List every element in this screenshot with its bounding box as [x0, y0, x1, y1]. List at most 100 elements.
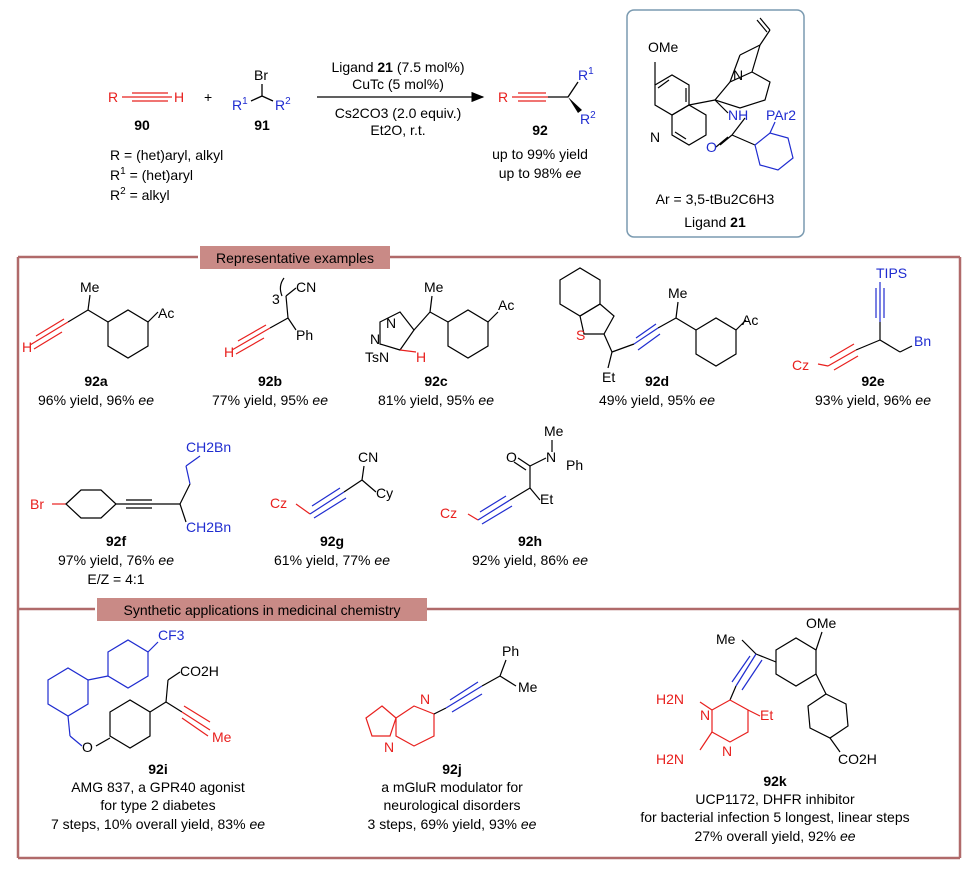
reactant-90-h: H — [174, 89, 184, 105]
compound-number-90: 90 — [134, 117, 150, 133]
92j-n2: N — [384, 739, 394, 755]
compound-number-92: 92 — [532, 122, 548, 138]
92k-me: Me — [716, 631, 736, 647]
92b-ph: Ph — [296, 327, 313, 343]
92g-cy: Cy — [376, 485, 393, 501]
92j-me: Me — [518, 679, 538, 695]
definition-r1: R1 = (het)aryl — [110, 166, 193, 183]
structure-92d — [559, 267, 747, 369]
92k-ome: OMe — [806, 615, 837, 631]
reactant-91-r2: R2 — [275, 96, 291, 113]
examples-frame — [16, 255, 962, 860]
92j-result: 3 steps, 69% yield, 93% ee — [368, 816, 537, 832]
92f-ez-ratio: E/Z = 4:1 — [87, 571, 144, 587]
compound-92d: 92d — [645, 373, 669, 389]
structure-92c — [379, 295, 499, 359]
product-92-r1: R1 — [578, 66, 594, 83]
plus-sign: + — [204, 89, 212, 105]
92i-me: Me — [212, 729, 232, 745]
92g-result: 61% yield, 77% ee — [274, 552, 390, 568]
92a-me: Me — [80, 279, 100, 295]
structure-92f — [52, 455, 201, 523]
92g-cz: Cz — [270, 495, 287, 511]
reactant-91-br: Br — [254, 67, 268, 83]
condition-cutc: CuTc (5 mol%) — [352, 76, 444, 92]
92k-n1: N — [700, 707, 710, 723]
92c-tsn: TsN — [365, 349, 389, 365]
applications-header: Synthetic applications in medicinal chem… — [123, 602, 400, 618]
structure-92b — [231, 277, 297, 355]
92i-o: O — [82, 739, 93, 755]
92g-cn: CN — [358, 449, 378, 465]
92i-desc-2: for type 2 diabetes — [100, 797, 215, 813]
product-yield: up to 99% yield — [492, 146, 588, 162]
product-ee: up to 98% ee — [499, 165, 582, 181]
92h-n: N — [546, 449, 556, 465]
92b-result: 77% yield, 95% ee — [212, 392, 328, 408]
92b-h: H — [224, 344, 234, 360]
92c-n1: N — [386, 315, 396, 331]
92c-n2: N — [370, 331, 380, 347]
92i-desc-1: AMG 837, a GPR40 agonist — [71, 779, 245, 795]
92h-ph: Ph — [566, 457, 583, 473]
structure-92k — [699, 631, 849, 753]
92e-bn: Bn — [914, 333, 931, 349]
92c-ac: Ac — [498, 297, 514, 313]
92k-desc-2: for bacterial infection 5 longest, linea… — [640, 809, 909, 825]
92a-h: H — [22, 339, 32, 355]
92b-cn: CN — [296, 279, 316, 295]
structure-92e — [817, 282, 913, 371]
structure-92i — [47, 639, 211, 749]
structure-92h — [467, 440, 553, 525]
ligand-box — [626, 9, 805, 238]
92d-me: Me — [668, 285, 688, 301]
92h-result: 92% yield, 86% ee — [472, 552, 588, 568]
ligand-n-quinoline: N — [650, 129, 660, 145]
92k-et: Et — [760, 707, 773, 723]
92k-h2n-bottom: H2N — [656, 751, 684, 767]
compound-92k: 92k — [763, 773, 787, 789]
product-92-r: R — [498, 89, 508, 105]
92i-cf3: CF3 — [158, 627, 185, 643]
ligand-n-quinuclidine: N — [733, 67, 743, 83]
92c-me: Me — [424, 279, 444, 295]
92d-et: Et — [602, 369, 615, 385]
92a-result: 96% yield, 96% ee — [38, 392, 154, 408]
compound-92b: 92b — [258, 373, 282, 389]
definition-r: R = (het)aryl, alkyl — [110, 147, 223, 163]
definition-r2: R2 = alkyl — [110, 186, 170, 203]
reactant-91-r1: R1 — [232, 96, 248, 113]
reactant-90-triple-bond — [122, 92, 172, 102]
92j-desc-2: neurological disorders — [384, 797, 521, 813]
92k-desc-1: UCP1172, DHFR inhibitor — [695, 791, 855, 807]
examples-header: Representative examples — [216, 250, 374, 266]
compound-92j: 92j — [442, 761, 461, 777]
92h-o: O — [506, 449, 517, 465]
ligand-par2: PAr2 — [766, 107, 796, 123]
condition-ligand: Ligand 21 (7.5 mol%) — [331, 59, 464, 75]
ligand-ome: OMe — [648, 39, 679, 55]
ligand-name: Ligand 21 — [684, 214, 746, 230]
compound-92e: 92e — [861, 373, 885, 389]
92c-h: H — [416, 349, 426, 365]
ligand-ar-definition: Ar = 3,5-tBu2C6H3 — [656, 191, 775, 207]
92k-h2n-top: H2N — [656, 691, 684, 707]
92h-me: Me — [544, 423, 564, 439]
92h-cz: Cz — [440, 505, 457, 521]
ligand-21-structure — [654, 17, 794, 171]
ligand-nh: NH — [728, 107, 748, 123]
compound-92i: 92i — [148, 761, 167, 777]
applications-header-bg — [97, 598, 427, 621]
ligand-o: O — [706, 139, 717, 155]
92d-result: 49% yield, 95% ee — [599, 392, 715, 408]
structure-92a — [29, 294, 159, 359]
structure-92g — [295, 465, 377, 519]
92c-result: 81% yield, 95% ee — [378, 392, 494, 408]
compound-92a: 92a — [84, 373, 108, 389]
compound-92h: 92h — [518, 533, 542, 549]
condition-solvent: Et2O, r.t. — [370, 122, 425, 138]
reactant-90-r: R — [108, 89, 118, 105]
92f-ch2bn-top: CH2Bn — [186, 439, 231, 455]
92k-n2: N — [722, 743, 732, 759]
